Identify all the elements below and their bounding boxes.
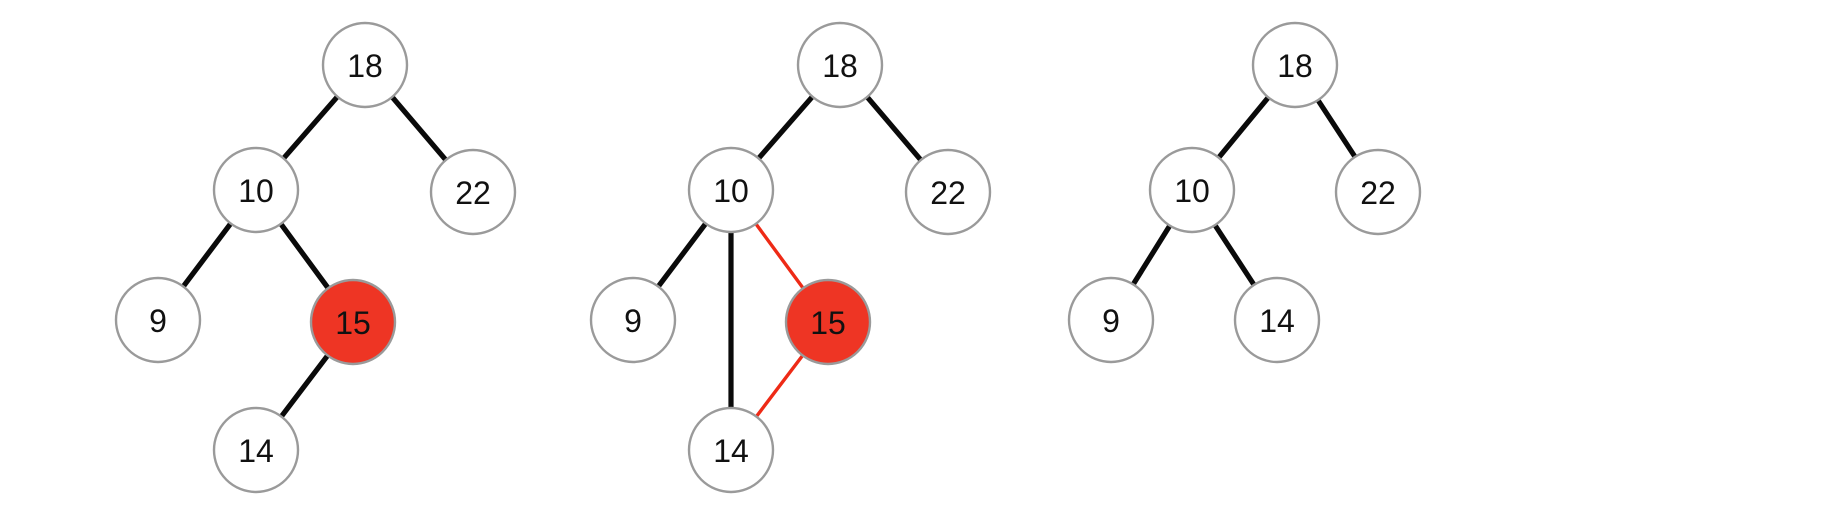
- tree-edge-red: [755, 354, 804, 418]
- node-circle[interactable]: [429, 148, 517, 236]
- tree-node[interactable]: 9: [114, 276, 202, 364]
- node-label: 10: [1174, 173, 1210, 209]
- tree-edge-black: [1216, 95, 1271, 160]
- node-label: 22: [1360, 175, 1396, 211]
- tree-edge-black: [278, 222, 331, 290]
- tree-node[interactable]: 15: [309, 278, 397, 366]
- node-circle[interactable]: [1148, 146, 1236, 234]
- tree-node[interactable]: 14: [212, 406, 300, 494]
- node-label: 15: [810, 305, 846, 341]
- tree-node[interactable]: 22: [429, 148, 517, 236]
- node-label: 9: [1102, 303, 1120, 339]
- tree-edge-black: [1212, 223, 1257, 287]
- node-label: 10: [713, 173, 749, 209]
- tree-node[interactable]: 22: [904, 148, 992, 236]
- panel-edges-tree-relinking-step: [656, 94, 923, 418]
- tree-node[interactable]: 18: [321, 21, 409, 109]
- node-circle[interactable]: [1334, 148, 1422, 236]
- panel-edges-tree-after-deletion: [1131, 95, 1358, 287]
- tree-edge-black: [865, 95, 923, 162]
- tree-node[interactable]: 14: [1233, 276, 1321, 364]
- panel-edges-tree-before-deletion: [181, 94, 448, 419]
- tree-node[interactable]: 22: [1334, 148, 1422, 236]
- node-label: 14: [713, 433, 749, 469]
- tree-node[interactable]: 9: [589, 276, 677, 364]
- tree-node[interactable]: 10: [212, 146, 300, 234]
- node-circle[interactable]: [212, 406, 300, 494]
- tree-node[interactable]: 15: [784, 278, 872, 366]
- tree-node[interactable]: 9: [1067, 276, 1155, 364]
- tree-edge-black: [756, 94, 815, 161]
- node-circle[interactable]: [796, 21, 884, 109]
- node-label: 9: [149, 303, 167, 339]
- tree-node[interactable]: 10: [1148, 146, 1236, 234]
- node-label: 22: [930, 175, 966, 211]
- tree-node[interactable]: 14: [687, 406, 775, 494]
- node-label: 18: [1277, 48, 1313, 84]
- node-label: 18: [822, 48, 858, 84]
- edges-layer: [181, 94, 1358, 419]
- node-label: 14: [238, 433, 274, 469]
- tree-node[interactable]: 18: [1251, 21, 1339, 109]
- node-label: 15: [335, 305, 371, 341]
- tree-edge-black: [279, 353, 330, 419]
- tree-edge-black: [181, 221, 233, 289]
- tree-node[interactable]: 18: [796, 21, 884, 109]
- node-circle-highlighted[interactable]: [309, 278, 397, 366]
- node-circle[interactable]: [589, 276, 677, 364]
- node-label: 18: [347, 48, 383, 84]
- node-label: 9: [624, 303, 642, 339]
- node-label: 10: [238, 173, 274, 209]
- node-circle[interactable]: [1233, 276, 1321, 364]
- tree-edge-black: [1131, 223, 1172, 287]
- tree-edge-black: [656, 221, 708, 289]
- node-circle[interactable]: [1067, 276, 1155, 364]
- node-circle[interactable]: [904, 148, 992, 236]
- panel-nodes-tree-before-deletion: 18 10 22 9 15 14: [114, 21, 517, 494]
- node-label: 22: [455, 175, 491, 211]
- node-circle[interactable]: [212, 146, 300, 234]
- tree-edge-black: [1315, 98, 1358, 159]
- node-circle[interactable]: [687, 146, 775, 234]
- node-label: 14: [1259, 303, 1295, 339]
- node-circle[interactable]: [687, 406, 775, 494]
- tree-node[interactable]: 10: [687, 146, 775, 234]
- tree-edge-black: [281, 94, 340, 161]
- node-circle[interactable]: [1251, 21, 1339, 109]
- panel-nodes-tree-relinking-step: 18 10 22 9 15 14: [589, 21, 992, 494]
- nodes-layer: 18 10 22 9 15 14 18 10 22 9 15 14 18 10 22 9 14: [114, 21, 1422, 494]
- panel-nodes-tree-after-deletion: 18 10 22 9 14: [1067, 21, 1422, 364]
- node-circle-highlighted[interactable]: [784, 278, 872, 366]
- node-circle[interactable]: [114, 276, 202, 364]
- node-circle[interactable]: [321, 21, 409, 109]
- tree-edge-black: [390, 95, 448, 162]
- tree-edge-red: [754, 222, 805, 290]
